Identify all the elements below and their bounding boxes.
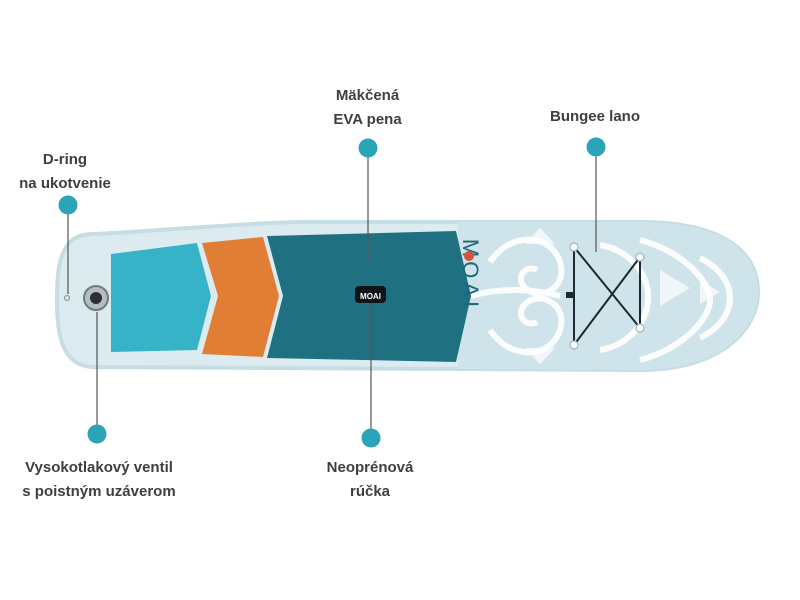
board-logo: MOAI [458,239,483,311]
marker-dring[interactable] [58,195,78,215]
stripe-orange [202,237,279,357]
neoprene-handle [355,286,386,303]
bungee-anchors [569,242,645,350]
label-d-ring: D-ring na ukotvenie [19,151,111,192]
label-valve: Vysokotlakový ventil s poistným uzáverom [22,459,176,500]
valve-core [90,292,102,304]
leash-plug [566,292,574,298]
bungee-cord [573,246,641,346]
stripe-light-teal [111,243,211,352]
tribal-triangles [525,228,720,364]
label-eva-foam: Mäkčená EVA pena [333,87,402,128]
marker-bungee[interactable] [586,137,606,157]
d-ring [63,294,71,302]
marker-handle[interactable] [361,428,381,448]
callout-markers [58,137,606,448]
marker-eva[interactable] [358,138,378,158]
board-logo-dot [464,251,474,261]
tribal-pattern [469,236,734,363]
label-handle: Neoprénová rúčka [326,459,414,500]
leader-lines [67,156,597,429]
label-bungee: Bungee lano [549,108,640,125]
handle-logo: MOAI [360,292,381,301]
marker-valve[interactable] [87,424,107,444]
